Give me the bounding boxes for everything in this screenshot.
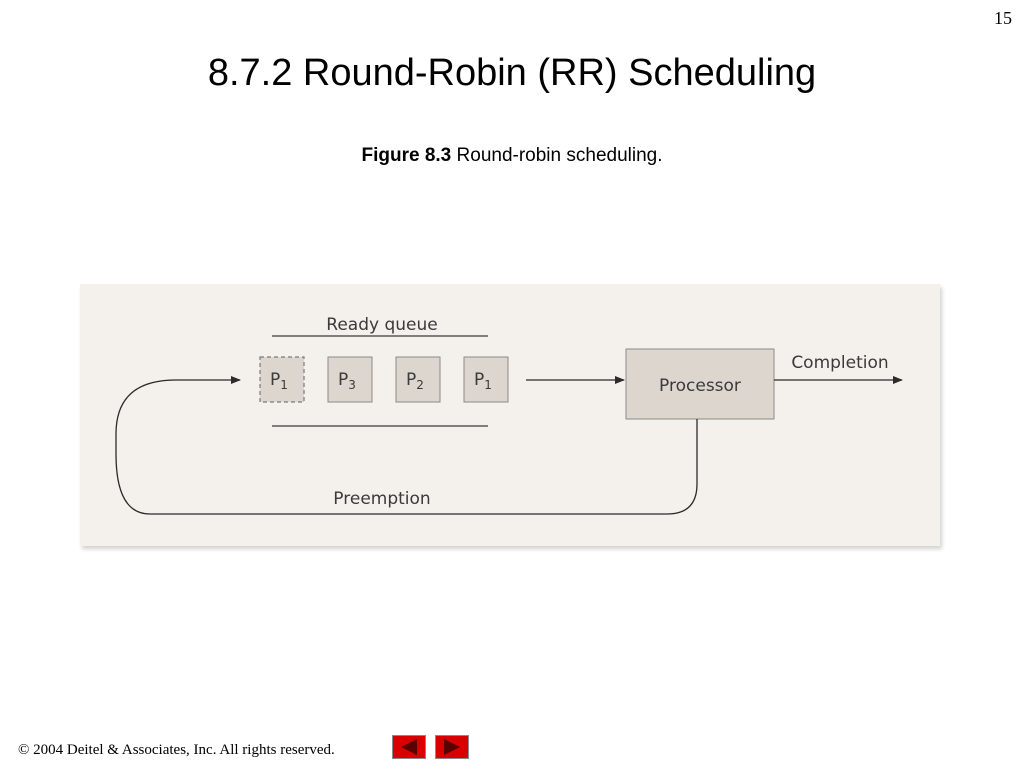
- queue-item: P2: [395, 356, 441, 403]
- figure-caption-text: Round-robin scheduling.: [451, 145, 663, 166]
- next-slide-button[interactable]: [435, 735, 469, 759]
- left-arrow-icon: [401, 739, 417, 755]
- slide-title: 8.7.2 Round-Robin (RR) Scheduling: [207, 52, 817, 94]
- queue-item-subscript: 1: [484, 378, 492, 392]
- queue-item: P1: [463, 356, 509, 403]
- figure-caption-label: Figure 8.3: [361, 145, 452, 166]
- round-robin-diagram: Ready queue P1 P3 P2 P1 Processor Com: [80, 284, 940, 546]
- queue-item-subscript: 2: [416, 378, 424, 392]
- page-number: 15: [994, 8, 1012, 28]
- ready-queue-label: Ready queue: [326, 315, 437, 335]
- queue-item-subscript: 1: [280, 378, 288, 392]
- copyright-notice: © 2004 Deitel & Associates, Inc. All rig…: [18, 742, 335, 758]
- queue-item-letter: P: [406, 370, 416, 390]
- previous-slide-button[interactable]: [392, 735, 426, 759]
- svg-text:P3: P3: [338, 370, 356, 392]
- completion-label: Completion: [791, 353, 888, 373]
- preemption-arrow: [115, 376, 698, 515]
- queue-item-letter: P: [270, 370, 280, 390]
- queue-item-incoming: P1: [259, 356, 305, 403]
- queue-item-letter: P: [338, 370, 348, 390]
- svg-text:P2: P2: [406, 370, 424, 392]
- processor-label: Processor: [659, 376, 741, 396]
- processor-box: Processor: [625, 348, 775, 420]
- diagram-canvas: Ready queue P1 P3 P2 P1 Processor Com: [115, 315, 903, 515]
- svg-text:P1: P1: [270, 370, 288, 392]
- queue-item-letter: P: [474, 370, 484, 390]
- right-arrow-icon: [444, 739, 460, 755]
- queue-item-subscript: 3: [348, 378, 356, 392]
- figure-caption: Figure 8.3 Round-robin scheduling.: [0, 145, 1024, 167]
- svg-text:P1: P1: [474, 370, 492, 392]
- preemption-label: Preemption: [333, 489, 430, 509]
- queue-item: P3: [327, 356, 373, 403]
